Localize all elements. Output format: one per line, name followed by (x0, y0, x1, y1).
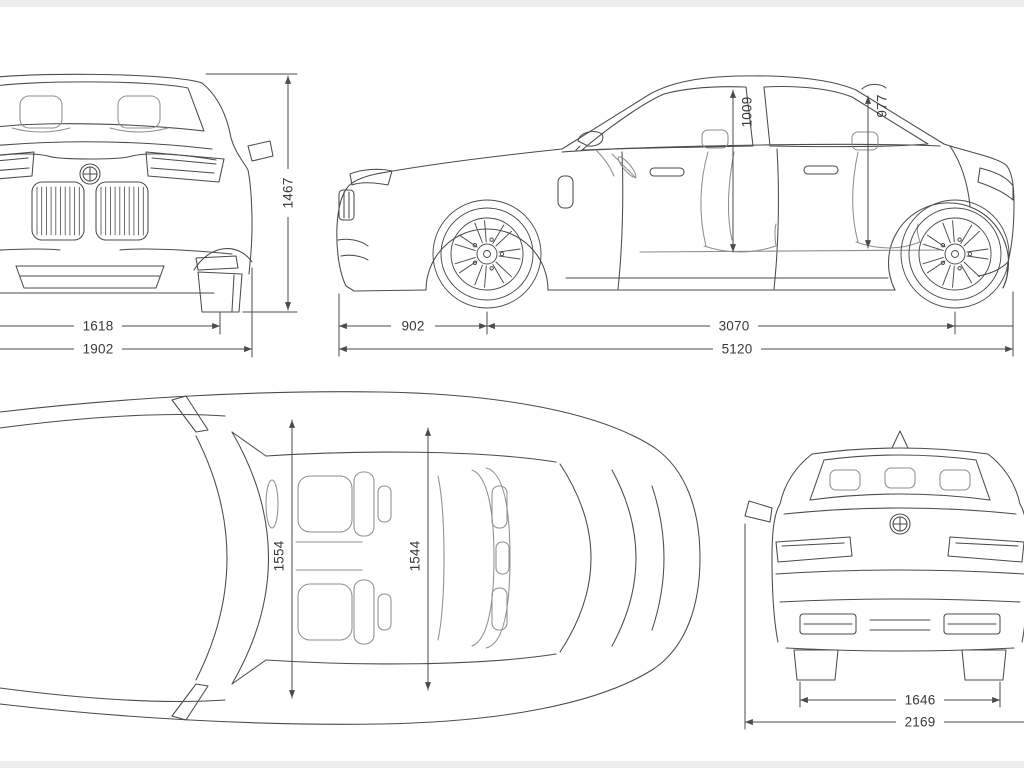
side-body-outline (336, 75, 1015, 292)
side-dimensions: 902 3070 5120 (338, 291, 1014, 357)
dim-label-overall-height: 1467 (281, 178, 296, 209)
dim-label-body-width: 1902 (83, 342, 114, 357)
dim-label-rear-track: 1646 (905, 693, 936, 708)
dim-label-overall-length: 5120 (722, 342, 753, 357)
dim-label-front-track: 1618 (83, 319, 114, 334)
rear-body-outline (771, 430, 1024, 652)
rear-dimensions: 1646 2169 (744, 523, 1024, 730)
dim-label-overall-width: 2169 (905, 715, 936, 730)
front-bumper (0, 248, 239, 294)
top-body-outline (0, 391, 701, 725)
letterbox-top (0, 0, 1024, 7)
side-interior-dimensions: 1009 977 (729, 89, 890, 253)
side-view: 1009 977 902 3070 5120 (336, 75, 1015, 357)
top-dimensions: 1554 1544 (272, 419, 432, 699)
front-dimensions: 1467 1618 1902 (0, 73, 298, 358)
front-view: 1467 1618 1902 (0, 73, 298, 358)
rear-window (809, 454, 991, 501)
front-headrests (11, 95, 169, 133)
front-body-outline (0, 73, 253, 275)
side-glass (561, 85, 941, 153)
bmw-roundel-rear-icon (889, 513, 911, 535)
dim-label-rear-headroom: 977 (875, 94, 890, 117)
rear-wheels (793, 649, 1007, 681)
front-wheels (193, 248, 253, 313)
rear-taillights (775, 536, 1024, 563)
kidney-grille-icon (31, 181, 149, 241)
front-headlights (0, 151, 225, 183)
side-rear-details (949, 145, 1014, 277)
side-doors (557, 148, 889, 290)
letterbox-bottom (0, 761, 1024, 768)
dim-label-rear-interior-width: 1544 (408, 540, 423, 571)
bmw-roundel-icon (79, 163, 101, 185)
side-front-details (337, 131, 604, 261)
dim-label-wheelbase: 3070 (719, 319, 750, 334)
rear-trunk (775, 507, 1024, 575)
rear-view: 1646 2169 (744, 430, 1024, 730)
rear-bumper (779, 598, 1021, 635)
rear-mirrors (744, 500, 773, 523)
front-mirrors (247, 140, 274, 162)
top-mirrors (171, 395, 209, 721)
dim-label-front-headroom: 1009 (740, 97, 755, 128)
top-interior-seats (265, 467, 511, 649)
dim-label-front-interior-width: 1554 (272, 540, 287, 571)
dim-label-front-overhang: 902 (401, 319, 424, 334)
side-wheels (433, 200, 1009, 308)
top-view: 1554 1544 (0, 391, 701, 725)
